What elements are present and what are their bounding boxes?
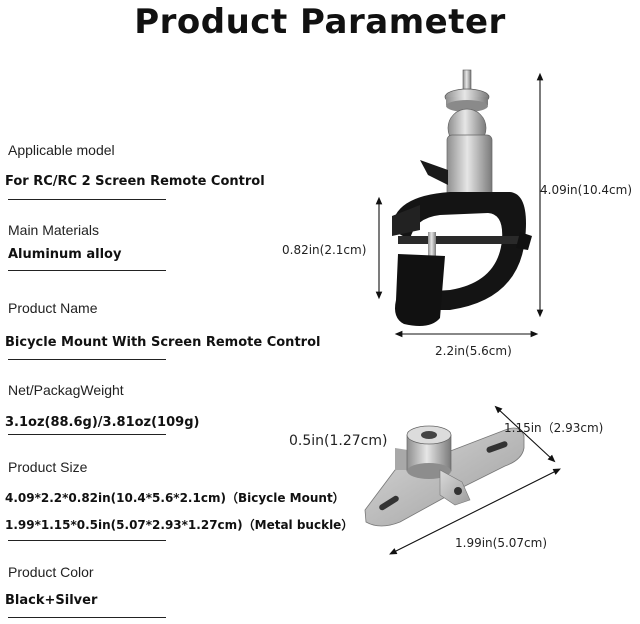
dimension-line xyxy=(494,405,556,463)
spec-value-main-materials: Aluminum alloy xyxy=(8,247,122,262)
spec-value-applicable-model: For RC/RC 2 Screen Remote Control xyxy=(5,174,265,189)
metal-buckle-drawing xyxy=(364,425,525,527)
divider xyxy=(8,617,166,618)
dim-mount-depth: 0.82in(2.1cm) xyxy=(282,243,367,257)
divider xyxy=(8,199,166,200)
spec-label-product-name: Product Name xyxy=(8,300,98,316)
spec-label-color: Product Color xyxy=(8,564,94,580)
spec-value-size-mount: 4.09*2.2*0.82in(10.4*5.6*2.1cm)（Bicycle … xyxy=(5,491,345,505)
spec-value-color: Black+Silver xyxy=(5,593,98,608)
page-title: Product Parameter xyxy=(134,2,506,42)
bicycle-mount-drawing xyxy=(392,69,532,326)
divider xyxy=(8,434,166,435)
divider xyxy=(8,270,166,271)
dim-buckle-height: 0.5in(1.27cm) xyxy=(289,433,388,449)
spec-label-weight: Net/PackagWeight xyxy=(8,382,124,398)
spec-value-product-name: Bicycle Mount With Screen Remote Control xyxy=(5,335,321,350)
divider xyxy=(8,540,166,541)
dim-mount-height: 4.09in(10.4cm) xyxy=(540,183,633,197)
spec-label-main-materials: Main Materials xyxy=(8,222,100,238)
dim-buckle-depth: 1.15in（2.93cm) xyxy=(504,421,604,435)
spec-label-size: Product Size xyxy=(8,459,88,475)
spec-value-weight: 3.1oz(88.6g)/3.81oz(109g) xyxy=(5,415,200,430)
dim-buckle-width: 1.99in(5.07cm) xyxy=(455,536,548,550)
spec-value-size-buckle: 1.99*1.15*0.5in(5.07*2.93*1.27cm)（Metal … xyxy=(5,518,354,532)
divider xyxy=(8,359,166,360)
spec-label-applicable-model: Applicable model xyxy=(8,142,115,158)
dim-mount-width: 2.2in(5.6cm) xyxy=(435,344,512,358)
dimension-line xyxy=(389,468,561,555)
